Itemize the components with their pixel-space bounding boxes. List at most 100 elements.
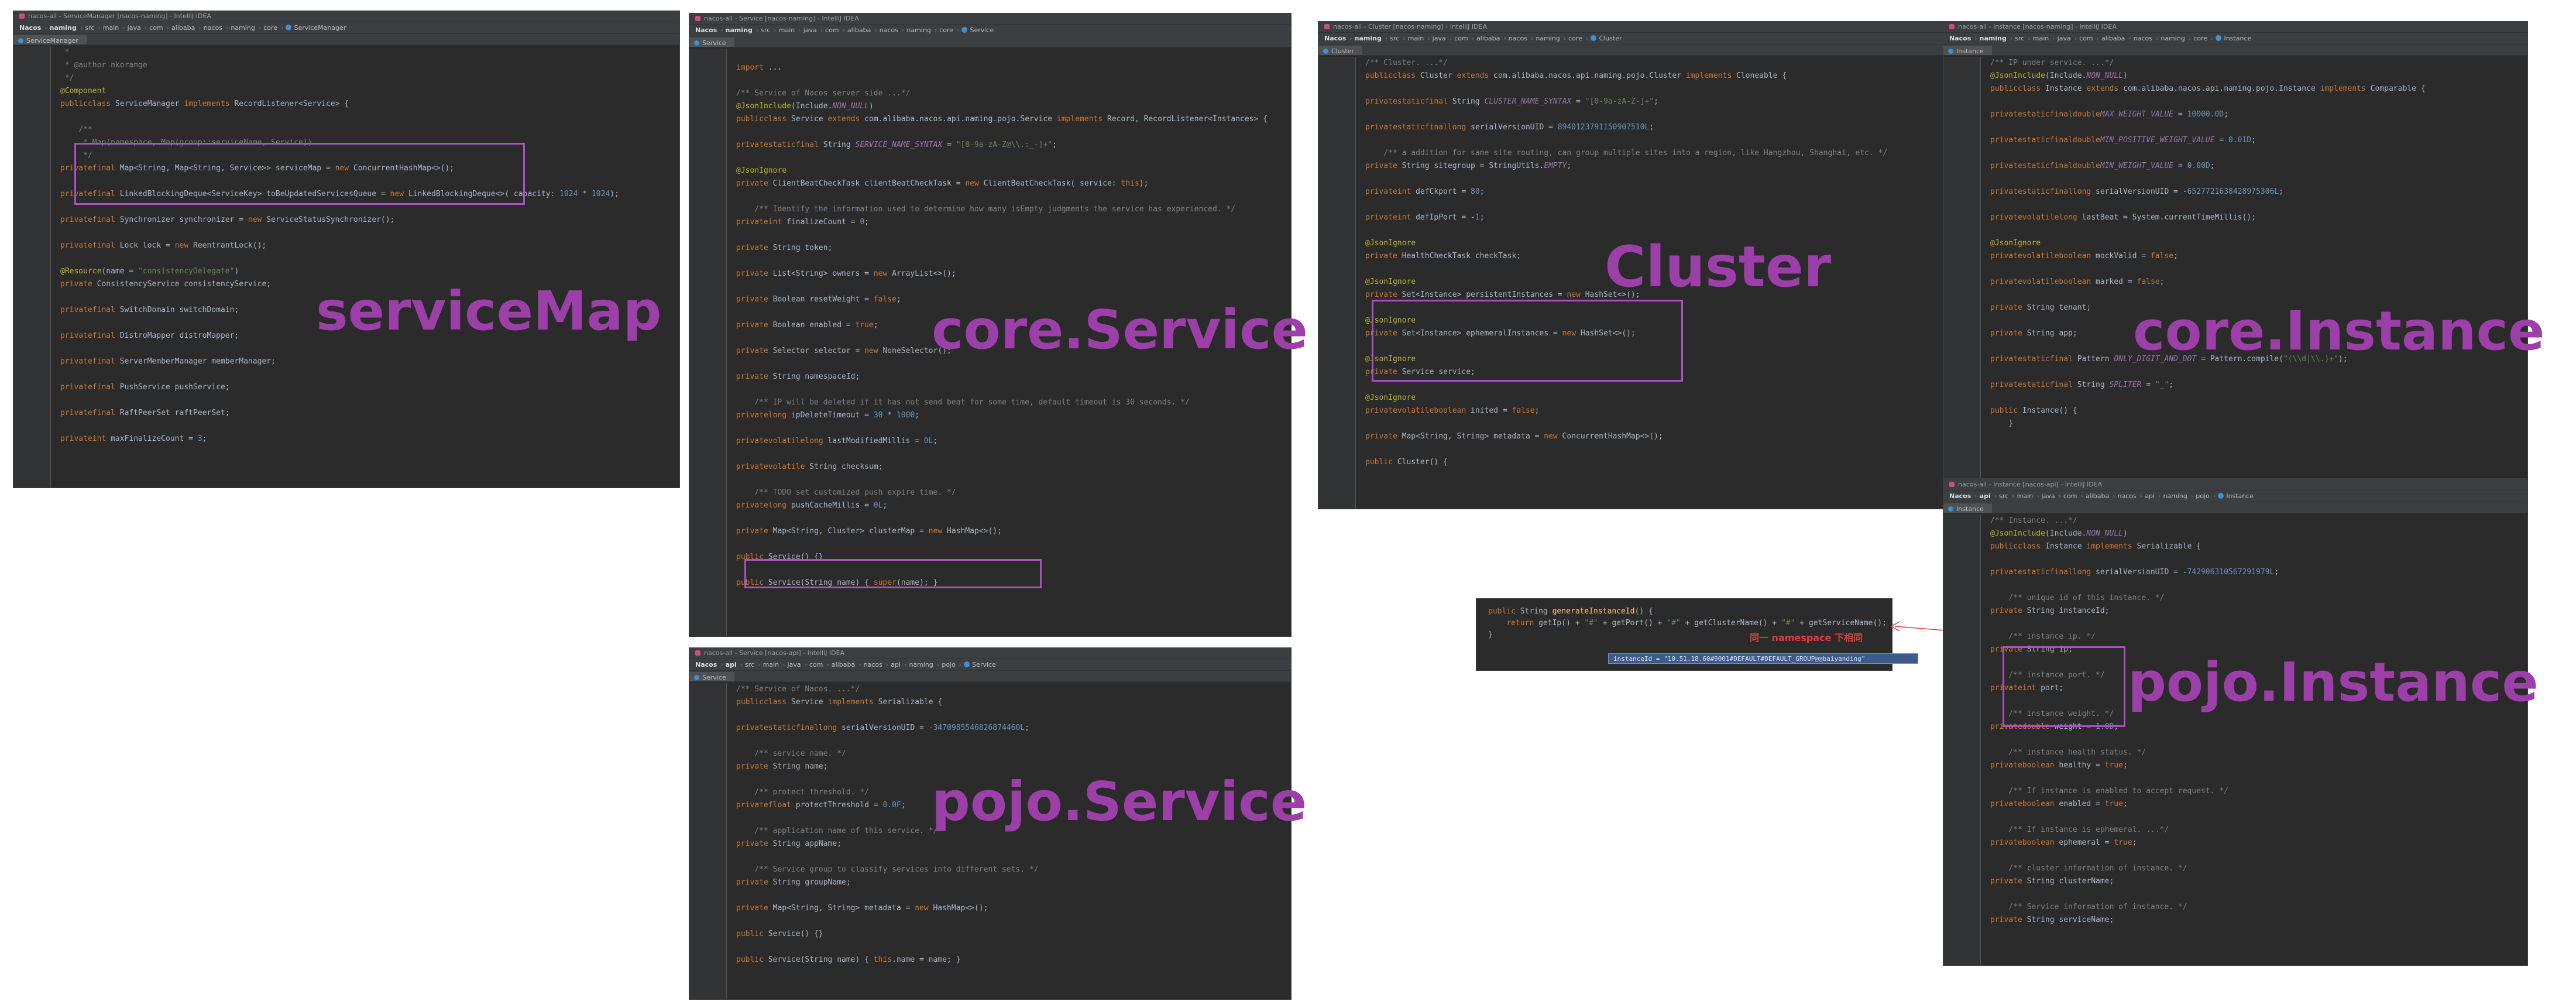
breadcrumb-item[interactable]: main: [102, 24, 119, 32]
breadcrumb-item[interactable]: Nacos: [695, 26, 717, 34]
code-editor[interactable]: /** Service of Nacos. ...*/public class …: [689, 683, 1291, 999]
breadcrumb-item[interactable]: alibaba: [1476, 35, 1500, 42]
breadcrumb[interactable]: Nacos›naming›src›main›java›com›alibaba›n…: [689, 24, 1291, 36]
breadcrumb-item[interactable]: naming: [906, 26, 931, 34]
breadcrumb-item[interactable]: Cluster: [1599, 35, 1622, 42]
breadcrumb[interactable]: Nacos›api›src›main›java›com›alibaba›naco…: [689, 659, 1291, 670]
breadcrumb-item[interactable]: nacos: [2133, 35, 2152, 42]
code-line: [1990, 173, 2527, 186]
breadcrumb-item[interactable]: core: [263, 24, 278, 32]
breadcrumb-item[interactable]: main: [1407, 35, 1424, 42]
breadcrumb-item[interactable]: main: [778, 26, 795, 34]
breadcrumb-item[interactable]: pojo: [942, 661, 956, 668]
breadcrumb-item[interactable]: core: [1568, 35, 1583, 42]
breadcrumb-item[interactable]: alibaba: [2101, 35, 2125, 42]
breadcrumb-item[interactable]: alibaba: [831, 661, 856, 668]
breadcrumb-item[interactable]: src: [745, 661, 755, 668]
breadcrumb-item[interactable]: api: [2145, 492, 2155, 500]
tab-instance[interactable]: Instance: [1943, 503, 1992, 513]
code-area[interactable]: import ... /** Service of Nacos server s…: [727, 49, 1291, 636]
breadcrumb-item[interactable]: com: [2063, 492, 2077, 500]
breadcrumb-item[interactable]: Nacos: [19, 24, 42, 32]
code-line: /** Service group to classify services i…: [736, 865, 1039, 874]
breadcrumb-item[interactable]: Service: [972, 661, 996, 668]
breadcrumb-item[interactable]: Nacos: [1949, 35, 1972, 42]
breadcrumb-item[interactable]: com: [809, 661, 823, 668]
breadcrumb-item[interactable]: nacos: [879, 26, 898, 34]
breadcrumb-item[interactable]: java: [803, 26, 817, 34]
code-area[interactable]: /** Instance. ...*/@JsonInclude(Include.…: [1981, 515, 2527, 965]
breadcrumb-item[interactable]: pojo: [2196, 492, 2210, 500]
breadcrumb-item[interactable]: naming: [2163, 492, 2187, 500]
code-area[interactable]: /** IP under service. ...*/@JsonInclude(…: [1981, 57, 2527, 478]
breadcrumb[interactable]: Nacos›naming›src›main›java›com›alibaba›n…: [1943, 32, 2527, 44]
breadcrumb-item[interactable]: naming: [1354, 35, 1382, 42]
code-editor[interactable]: import ... /** Service of Nacos server s…: [689, 49, 1291, 636]
breadcrumb-item[interactable]: naming: [2161, 35, 2185, 42]
code-editor[interactable]: /** Instance. ...*/@JsonInclude(Include.…: [1943, 515, 2527, 965]
breadcrumb-item[interactable]: naming: [1979, 35, 2007, 42]
breadcrumb-item[interactable]: java: [2041, 492, 2055, 500]
code-line: private volatile long lastModifiedMillis…: [736, 437, 938, 445]
breadcrumb-item[interactable]: java: [127, 24, 141, 32]
breadcrumb-separator-icon: ›: [1974, 35, 1977, 42]
breadcrumb-item[interactable]: alibaba: [171, 24, 195, 32]
window-title-bar: nacos-all - Service [nacos-naming] - Int…: [689, 13, 1291, 24]
breadcrumb-item[interactable]: naming: [231, 24, 255, 32]
breadcrumb-item[interactable]: src: [761, 26, 771, 34]
breadcrumb-item[interactable]: com: [1454, 35, 1468, 42]
breadcrumb-item[interactable]: nacos: [1508, 35, 1527, 42]
breadcrumb[interactable]: Nacos›naming›src›main›java›com›alibaba›n…: [1318, 32, 1943, 44]
breadcrumb-item[interactable]: main: [2032, 35, 2049, 42]
tab-servicemanager[interactable]: ServiceManager: [13, 35, 87, 44]
breadcrumb-item[interactable]: java: [1432, 35, 1446, 42]
breadcrumb-item[interactable]: naming: [725, 26, 753, 34]
breadcrumb-separator-icon: ›: [2128, 35, 2131, 42]
breadcrumb[interactable]: Nacos›api›src›main›java›com›alibaba›naco…: [1943, 490, 2527, 502]
breadcrumb-item[interactable]: src: [1390, 35, 1400, 42]
breadcrumb-item[interactable]: api: [725, 661, 737, 668]
breadcrumb-item[interactable]: ServiceManager: [294, 24, 346, 32]
tab-instance[interactable]: Instance: [1943, 46, 1992, 55]
breadcrumb-item[interactable]: java: [2057, 35, 2071, 42]
code-line: private int finalizeCount = 0;: [736, 218, 869, 227]
breadcrumb-item[interactable]: Service: [970, 26, 994, 34]
breadcrumb-item[interactable]: Instance: [2224, 35, 2252, 42]
breadcrumb-item[interactable]: nacos: [203, 24, 222, 32]
breadcrumb-item[interactable]: Instance: [2226, 492, 2254, 500]
code-area[interactable]: /** Cluster. ...*/public class Cluster e…: [1356, 57, 1943, 509]
window-title-bar: nacos-all - Cluster [nacos-naming] - Int…: [1318, 22, 1943, 32]
breadcrumb-item[interactable]: core: [2193, 35, 2208, 42]
breadcrumb-item[interactable]: main: [2017, 492, 2034, 500]
breadcrumb-item[interactable]: naming: [1536, 35, 1560, 42]
breadcrumb-item[interactable]: com: [2079, 35, 2093, 42]
breadcrumb-item[interactable]: api: [1979, 492, 1991, 500]
breadcrumb-item[interactable]: com: [149, 24, 163, 32]
breadcrumb-item[interactable]: src: [85, 24, 95, 32]
breadcrumb-item[interactable]: com: [825, 26, 839, 34]
breadcrumb-item[interactable]: src: [1999, 492, 2009, 500]
breadcrumb-item[interactable]: main: [763, 661, 779, 668]
breadcrumb-item[interactable]: naming: [909, 661, 933, 668]
breadcrumb-item[interactable]: Nacos: [695, 661, 717, 668]
breadcrumb-item[interactable]: java: [787, 661, 801, 668]
tab-cluster[interactable]: Cluster: [1318, 46, 1363, 55]
breadcrumb-item[interactable]: nacos: [2117, 492, 2137, 500]
breadcrumb-item[interactable]: api: [891, 661, 901, 668]
breadcrumb-item[interactable]: alibaba: [2085, 492, 2110, 500]
code-editor[interactable]: /** Cluster. ...*/public class Cluster e…: [1318, 57, 1943, 509]
breadcrumb-item[interactable]: src: [2015, 35, 2025, 42]
code-editor[interactable]: /** IP under service. ...*/@JsonInclude(…: [1943, 57, 2527, 478]
breadcrumb-item[interactable]: naming: [49, 24, 77, 32]
breadcrumb-item[interactable]: Nacos: [1949, 492, 1972, 500]
code-area[interactable]: /** Service of Nacos. ...*/public class …: [727, 683, 1291, 999]
breadcrumb-item[interactable]: nacos: [863, 661, 882, 668]
breadcrumb-item[interactable]: Nacos: [1324, 35, 1347, 42]
breadcrumb-item[interactable]: core: [939, 26, 954, 34]
tab-service[interactable]: Service: [689, 672, 734, 681]
tab-service[interactable]: Service: [689, 37, 734, 47]
breadcrumb-item[interactable]: alibaba: [847, 26, 871, 34]
breadcrumb[interactable]: Nacos›naming›src›main›java›com›alibaba›n…: [13, 22, 679, 33]
